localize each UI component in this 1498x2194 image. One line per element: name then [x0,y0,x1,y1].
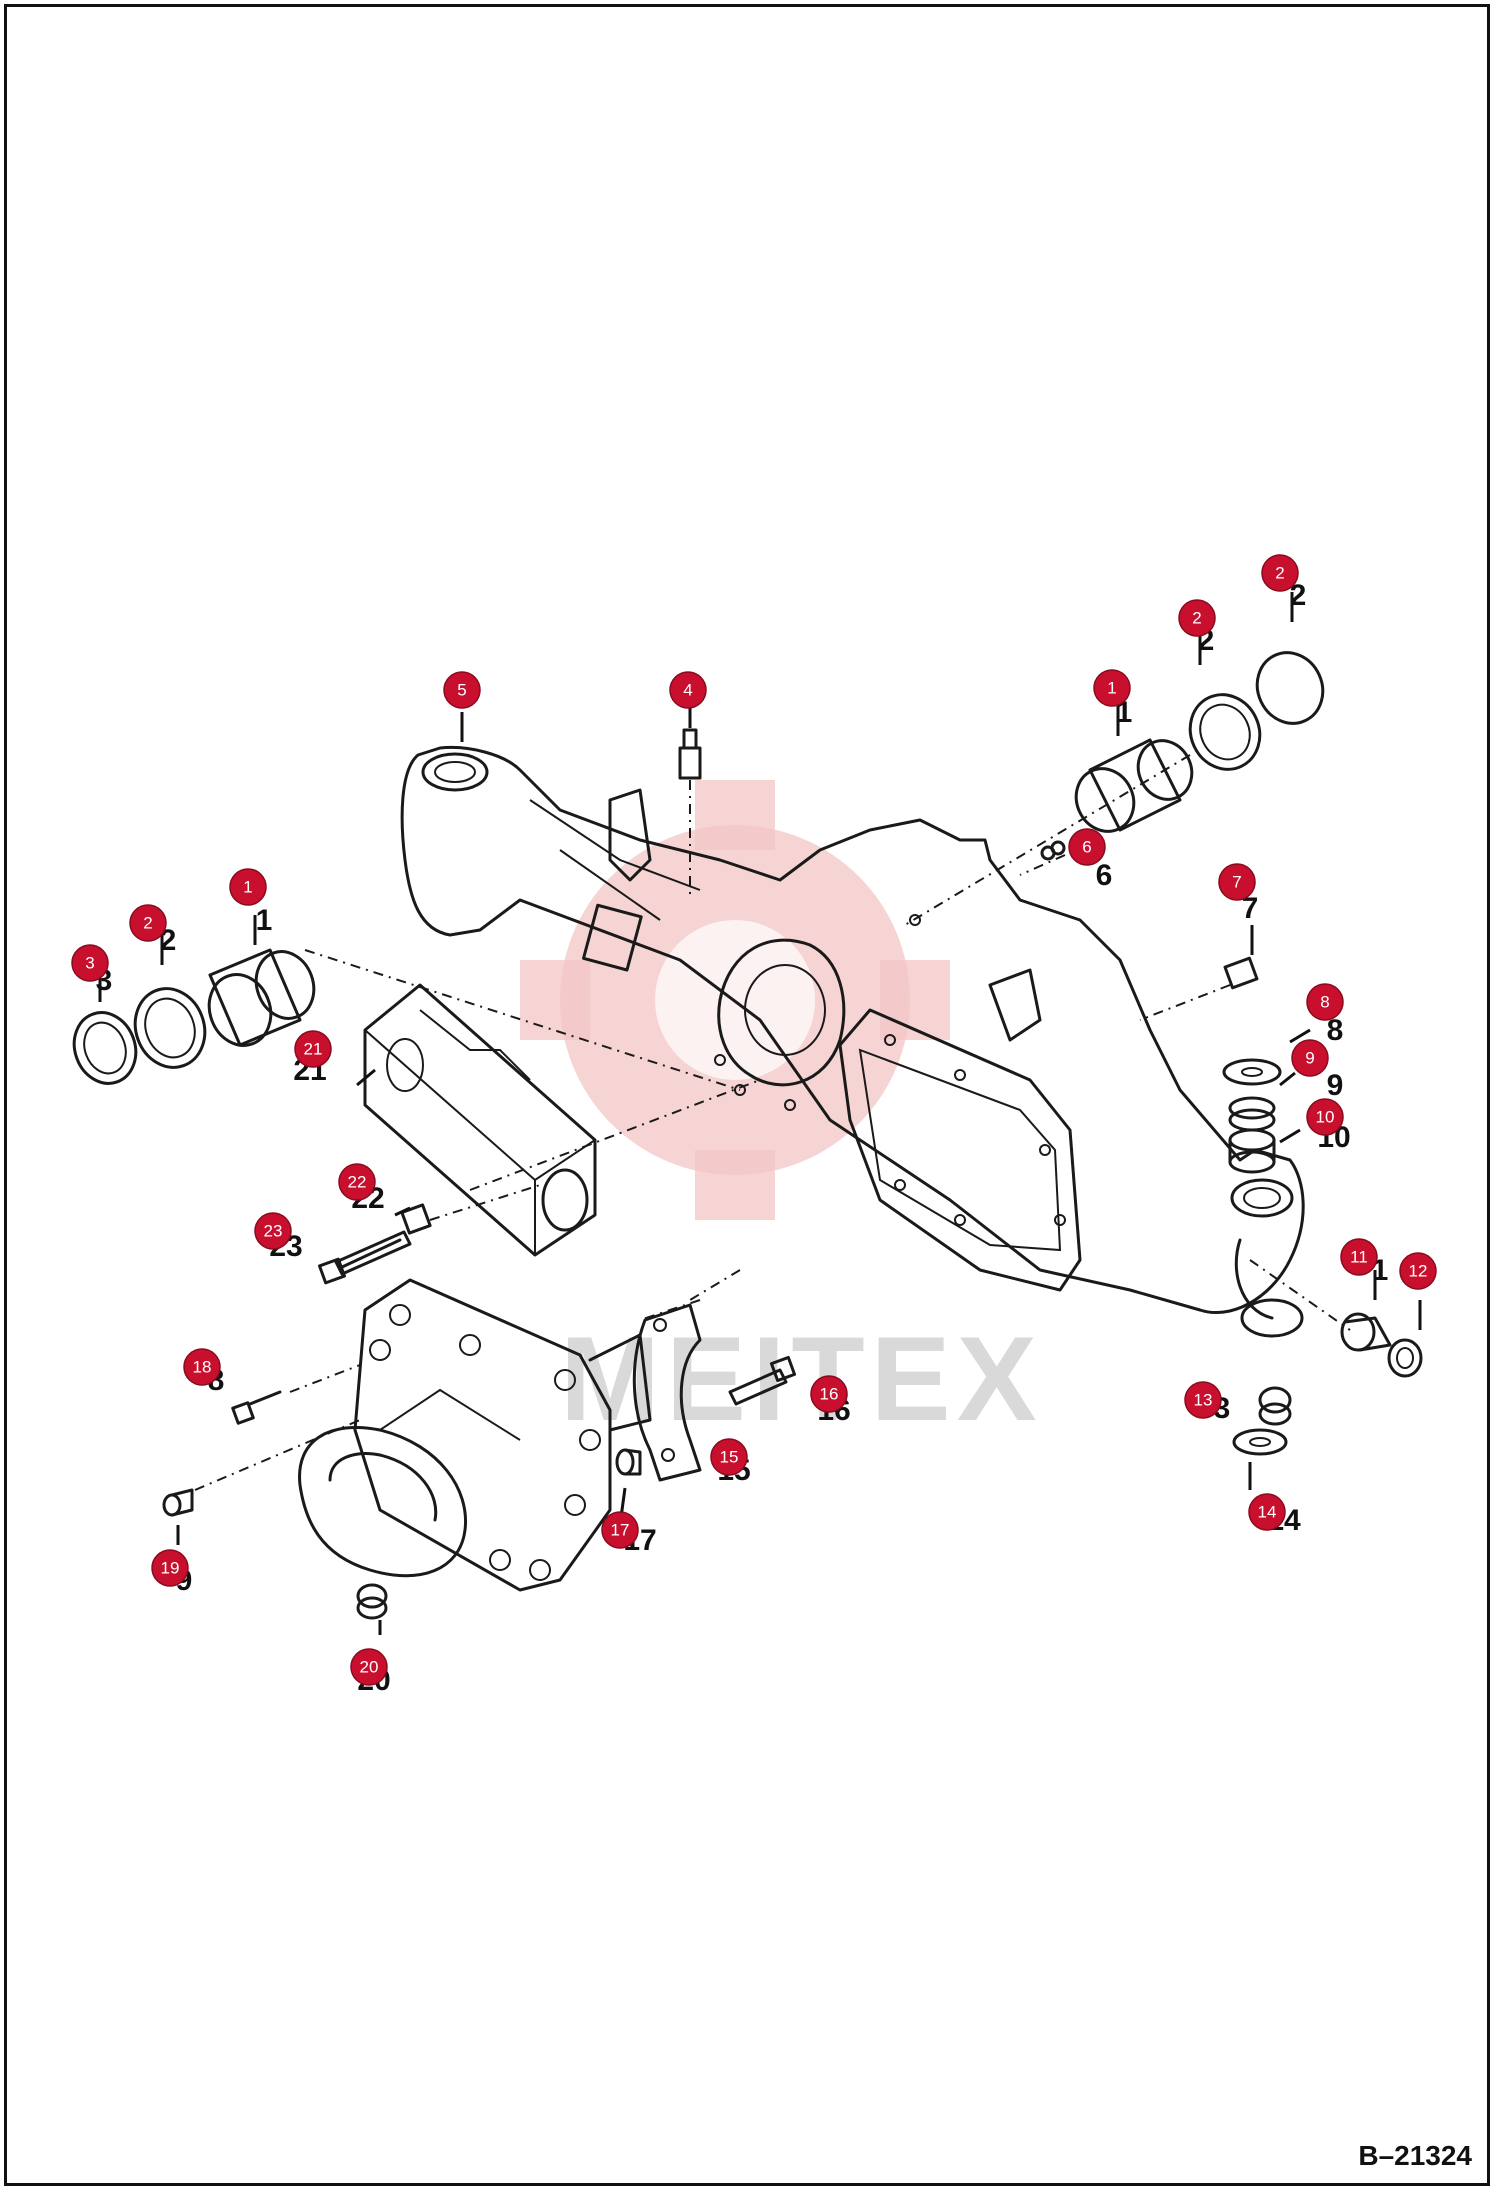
callout-16[interactable]: 16 [810,1375,848,1413]
svg-text:6: 6 [1096,859,1113,892]
callout-23[interactable]: 23 [254,1212,292,1250]
callout-15[interactable]: 15 [710,1438,748,1476]
part-14-washer [1232,1428,1288,1456]
callout-6[interactable]: 6 [1068,828,1106,866]
part-3-ring-left [72,1011,138,1085]
part-20-nut [356,1583,388,1620]
svg-text:6: 6 [1082,838,1091,857]
callout-18[interactable]: 18 [183,1348,221,1386]
svg-text:22: 22 [348,1173,367,1192]
part-13-nut [1258,1386,1292,1426]
callout-8[interactable]: 8 [1306,983,1344,1021]
callout-14[interactable]: 14 [1248,1493,1286,1531]
callout-12[interactable]: 12 [1399,1252,1437,1290]
svg-text:9: 9 [1327,1069,1344,1102]
callout-4[interactable]: 4 [669,671,707,709]
assembly-centerlines [194,754,1351,1491]
svg-text:20: 20 [360,1658,379,1677]
part-7-nut [1223,956,1259,990]
part-23-bolt [318,1230,412,1285]
svg-text:5: 5 [457,681,466,700]
svg-text:2: 2 [1192,609,1201,628]
svg-text:1: 1 [243,878,252,897]
svg-text:19: 19 [161,1559,180,1578]
svg-text:18: 18 [193,1358,212,1377]
svg-text:2: 2 [1290,579,1307,612]
svg-text:11: 11 [1350,1248,1368,1267]
part-1-bushing-left [207,948,316,1047]
callout-11[interactable]: 11 [1340,1238,1378,1276]
part-15-bearing-cap [632,1303,702,1482]
callout-17[interactable]: 17 [601,1511,639,1549]
callout-7[interactable]: 7 [1218,863,1256,901]
svg-text:21: 21 [304,1040,323,1059]
svg-text:4: 4 [683,681,692,700]
part-4-grease-fitting [678,728,702,900]
svg-text:2: 2 [143,914,152,933]
callout-3[interactable]: 3 [71,944,109,982]
svg-text:7: 7 [1242,892,1259,925]
svg-text:15: 15 [720,1448,739,1467]
svg-text:12: 12 [1409,1262,1428,1281]
part-17-pin [615,1448,642,1476]
callout-20[interactable]: 20 [350,1648,388,1686]
callout-1a[interactable]: 1 [229,868,267,906]
callout-13[interactable]: 13 [1184,1381,1222,1419]
svg-text:10: 10 [1316,1108,1335,1127]
part-9-washer [1228,1096,1276,1132]
drawing-reference-code: B–21324 [1358,2140,1472,2171]
svg-text:7: 7 [1232,873,1241,892]
part-10-bushing [1228,1128,1276,1174]
hub-bracket [298,1278,652,1592]
part-1-bushing-right [1074,738,1194,833]
svg-text:23: 23 [264,1222,283,1241]
svg-text:13: 13 [1194,1391,1213,1410]
part-2-seal-right-b [1255,651,1325,725]
leader-lines [98,592,1422,1635]
callout-5[interactable]: 5 [443,671,481,709]
part-2-seal-left [133,987,207,1069]
callout-21[interactable]: 21 [294,1030,332,1068]
svg-text:2: 2 [1275,564,1284,583]
svg-text:14: 14 [1258,1503,1277,1522]
callout-22[interactable]: 22 [338,1163,376,1201]
callout-2b[interactable]: 2 [1178,599,1216,637]
part-19-pin [162,1488,194,1517]
svg-text:9: 9 [1305,1049,1314,1068]
svg-text:3: 3 [85,954,94,973]
callout-9[interactable]: 9 [1291,1039,1329,1077]
callout-2c[interactable]: 2 [1261,554,1299,592]
part-11-bushing [1340,1312,1392,1352]
part-21-pivot-block [363,983,597,1257]
part-16-bolt [728,1355,797,1406]
callout-19[interactable]: 19 [151,1549,189,1587]
svg-text:8: 8 [1327,1014,1344,1047]
part-6-plug [1040,840,1066,861]
part-12-seal [1387,1338,1423,1378]
part-22-nut [400,1203,432,1235]
part-8-washer [1222,1058,1282,1086]
callout-10[interactable]: 10 [1306,1098,1344,1136]
svg-text:8: 8 [1320,993,1329,1012]
callout-1b[interactable]: 1 [1093,669,1131,707]
callout-2a[interactable]: 2 [129,904,167,942]
part-18-bolt [231,1390,282,1425]
svg-text:16: 16 [820,1385,839,1404]
part-2-seal-right-a [1188,693,1262,771]
axle-housing [400,745,1305,1338]
svg-text:1: 1 [1107,679,1116,698]
svg-text:17: 17 [611,1521,630,1540]
svg-text:1: 1 [256,904,273,937]
